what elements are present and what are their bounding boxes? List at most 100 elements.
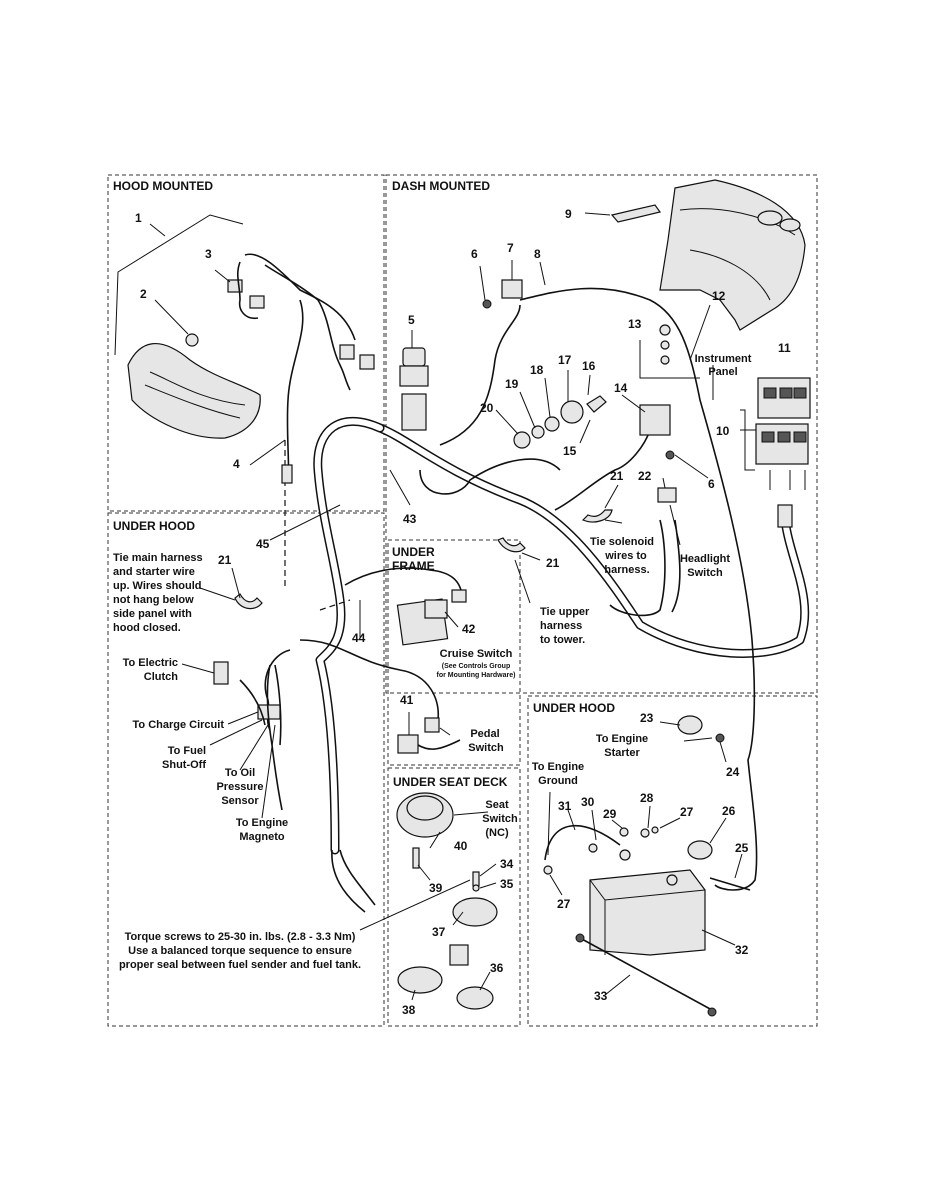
nut-27 <box>651 826 659 834</box>
callout-44: 44 <box>352 631 366 645</box>
callout-11: 11 <box>778 341 791 355</box>
label-instrument-panel-2: Panel <box>708 366 737 378</box>
hood-mounted-parts <box>114 214 375 484</box>
label-instrument-panel-1: Instrument <box>695 353 752 365</box>
callout-25: 25 <box>735 841 749 855</box>
callout-numbers: 1 2 3 4 5 6 7 8 9 12 13 11 14 16 17 18 1… <box>135 207 791 1017</box>
label-oil-pressure-1: To Oil <box>225 767 255 779</box>
callout-2: 2 <box>140 287 147 301</box>
cable-25 <box>709 877 751 891</box>
switch-17 <box>560 400 584 424</box>
title-dash-mounted: DASH MOUNTED <box>392 179 490 193</box>
socket-4 <box>359 354 375 370</box>
label-starter-2: Starter <box>604 747 640 759</box>
washer-19 <box>531 425 545 439</box>
callout-35: 35 <box>500 877 514 891</box>
callout-31: 31 <box>558 799 572 813</box>
harness-connector-4 <box>281 464 293 484</box>
nut-13b <box>660 340 670 350</box>
callout-24: 24 <box>726 765 740 779</box>
nut-28 <box>640 828 650 838</box>
callout-23: 23 <box>640 711 654 725</box>
label-charge-circuit: To Charge Circuit <box>133 719 225 731</box>
label-pedal-2: Switch <box>468 742 504 754</box>
under-seat-deck-parts <box>396 792 498 1010</box>
title-hood-mounted: HOOD MOUNTED <box>113 179 213 193</box>
headlight-bulb <box>185 333 199 347</box>
under-hood-right-parts <box>543 715 751 1017</box>
nut-27b <box>543 865 553 875</box>
title-under-seat-deck: UNDER SEAT DECK <box>393 775 508 789</box>
leader-lines <box>181 260 743 1001</box>
instrument-tower <box>659 179 806 331</box>
callout-45: 45 <box>256 537 270 551</box>
label-fuel-shutoff-1: To Fuel <box>168 745 206 757</box>
callout-13: 13 <box>628 317 642 331</box>
boot-26 <box>687 840 713 860</box>
label-seat-2: Switch <box>482 813 518 825</box>
cruise-switch-42 <box>424 599 448 619</box>
callout-28: 28 <box>640 791 654 805</box>
washer-35 <box>472 884 480 892</box>
screw-39 <box>412 847 420 869</box>
hold-down-rod-33 <box>579 937 713 1011</box>
fuel-sender-37 <box>452 897 498 927</box>
bolt-30 <box>588 843 598 853</box>
callout-42: 42 <box>462 622 476 636</box>
label-tie-main-4: not hang below <box>113 594 194 606</box>
gasket-38 <box>397 966 443 994</box>
label-tie-solenoid-1: Tie solenoid <box>590 536 654 548</box>
screw-6 <box>482 299 492 309</box>
box-under-frame <box>387 539 521 766</box>
callout-4: 4 <box>233 457 240 471</box>
label-tie-solenoid-2: wires to <box>604 550 647 562</box>
socket-3 <box>339 344 355 360</box>
label-engine-magneto-1: To Engine <box>236 817 288 829</box>
title-under-hood-right: UNDER HOOD <box>533 701 615 715</box>
callout-29: 29 <box>603 807 617 821</box>
battery-32 <box>589 869 706 956</box>
clip-21-dash <box>581 509 613 523</box>
callout-15: 15 <box>563 444 577 458</box>
cap-36 <box>456 986 494 1010</box>
label-oil-pressure-2: Pressure <box>216 781 263 793</box>
box-under-hood-right <box>527 695 818 1027</box>
label-cruise-switch: Cruise Switch <box>440 648 513 660</box>
nut-24 <box>715 733 725 743</box>
fuel-sender-float <box>449 944 469 966</box>
callout-14: 14 <box>614 381 628 395</box>
pedal-switch-41 <box>397 734 419 754</box>
callout-10: 10 <box>716 424 730 438</box>
callout-34: 34 <box>500 857 514 871</box>
washer-29 <box>619 827 629 837</box>
label-tie-upper-2: harness <box>540 620 582 632</box>
dash-cover-9 <box>610 204 662 223</box>
push-switch-5 <box>402 347 426 367</box>
title-under-frame-line1: UNDER <box>392 545 435 559</box>
callout-3: 3 <box>205 247 212 261</box>
callout-36: 36 <box>490 961 504 975</box>
bezel-18 <box>544 416 560 432</box>
label-tie-upper-3: to tower. <box>540 634 585 646</box>
callout-8: 8 <box>534 247 541 261</box>
box-under-hood-left <box>107 512 385 1027</box>
clutch-connector <box>213 661 229 685</box>
callout-22: 22 <box>638 469 652 483</box>
callout-38: 38 <box>402 1003 416 1017</box>
label-fuel-shutoff-2: Shut-Off <box>162 759 206 771</box>
label-pedal-1: Pedal <box>470 728 499 740</box>
callout-26: 26 <box>722 804 736 818</box>
label-tie-main-2: and starter wire <box>113 566 195 578</box>
callout-27-top: 27 <box>680 805 694 819</box>
annotations: Instrument Panel Tie main harness and st… <box>113 353 752 971</box>
label-seat-3: (NC) <box>485 827 509 839</box>
label-engine-magneto-2: Magneto <box>239 831 285 843</box>
screw-6b <box>665 450 675 460</box>
cruise-module-7 <box>501 279 523 299</box>
ground-cable-31 <box>544 824 621 861</box>
label-tie-main-1: Tie main harness <box>113 552 203 564</box>
label-tie-main-3: up. Wires should <box>113 580 202 592</box>
nut-13a <box>659 324 671 336</box>
callout-6a: 6 <box>471 247 478 261</box>
